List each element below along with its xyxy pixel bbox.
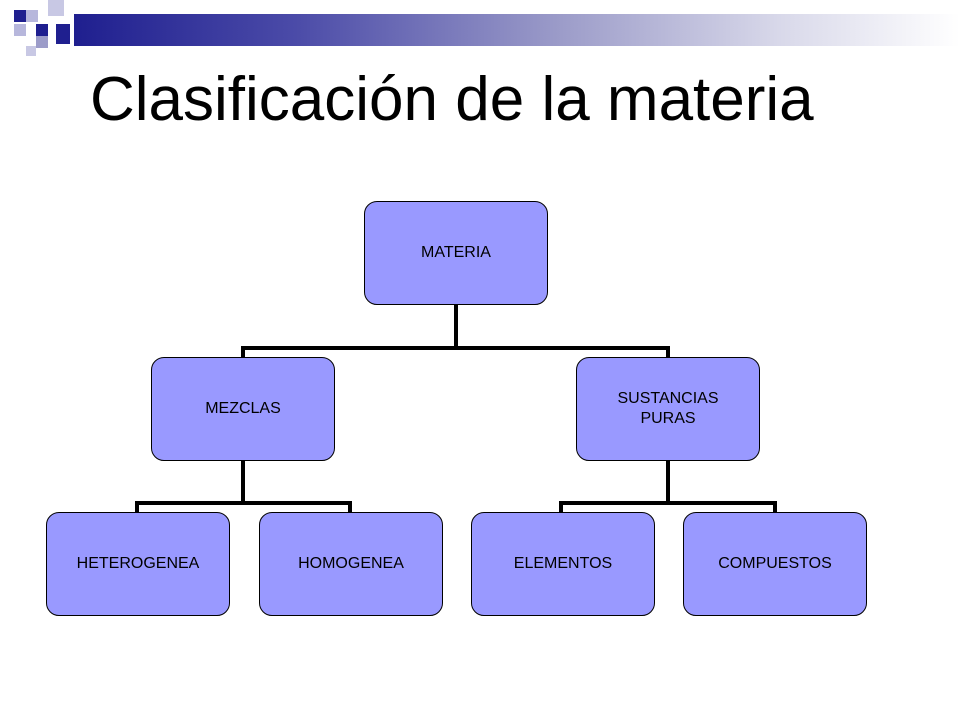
header-gradient-bar: [74, 14, 960, 46]
node-homogenea: HOMOGENEA: [259, 512, 443, 616]
deco-square: [14, 24, 26, 36]
deco-square: [48, 0, 64, 16]
slide-title: Clasificación de la materia: [90, 65, 814, 134]
node-sustancias-puras: SUSTANCIAS PURAS: [576, 357, 760, 461]
connector-mezclas: [135, 459, 352, 513]
deco-square: [36, 36, 48, 48]
deco-square: [26, 10, 38, 22]
connector-sustancias: [559, 459, 777, 513]
node-heterogenea: HETEROGENEA: [46, 512, 230, 616]
deco-square: [56, 24, 70, 44]
deco-square: [14, 10, 26, 22]
node-materia: MATERIA: [364, 201, 548, 305]
deco-square: [36, 24, 48, 36]
node-elementos: ELEMENTOS: [471, 512, 655, 616]
connector-root: [241, 303, 670, 358]
node-mezclas: MEZCLAS: [151, 357, 335, 461]
deco-square: [26, 46, 36, 56]
node-compuestos: COMPUESTOS: [683, 512, 867, 616]
